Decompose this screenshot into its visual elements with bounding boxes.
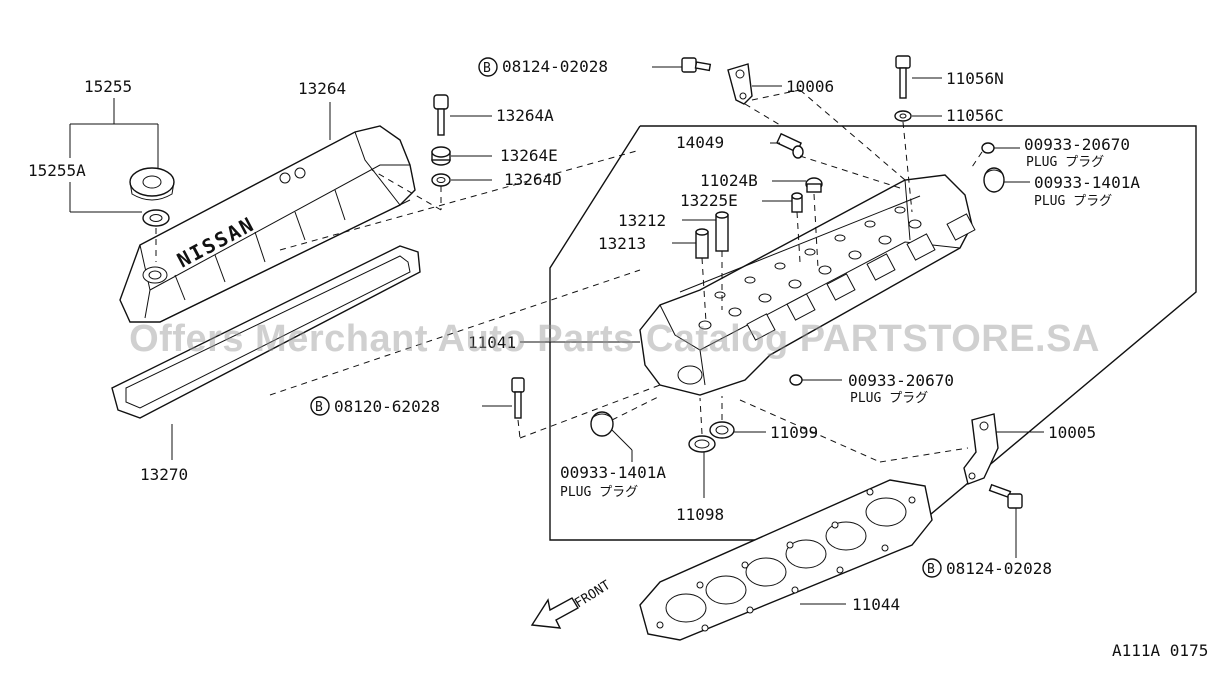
callout-13264d: 13264D [504, 170, 562, 189]
callout-08120: 08120-62028 [334, 397, 440, 416]
plug-mid-small [789, 374, 803, 386]
bolt-symbol-bottom: B [922, 558, 942, 578]
head-gasket [639, 479, 933, 641]
callout-00933-20670-mid: 00933-20670 [848, 371, 954, 390]
callout-13212: 13212 [618, 211, 666, 230]
cylinder-head [639, 174, 976, 396]
stud-bolt-11056n [895, 55, 911, 99]
svg-text:B: B [927, 562, 935, 577]
plug-note-top-small: PLUG プラグ [1026, 155, 1104, 170]
callout-15255: 15255 [84, 77, 132, 96]
callout-00933-1401a-top: 00933-1401A [1034, 173, 1140, 192]
seal-11098 [688, 435, 716, 453]
cover-bolt [433, 94, 449, 136]
callout-13270: 13270 [140, 465, 188, 484]
hanger-bolt-bottom [988, 483, 1023, 509]
figure-code: A111A 0175 [1112, 641, 1208, 660]
callout-11044: 11044 [852, 595, 900, 614]
callout-00933-20670-top: 00933-20670 [1024, 135, 1130, 154]
callout-13264a: 13264A [496, 106, 554, 125]
svg-text:B: B [315, 400, 323, 415]
rocker-cover-gasket [111, 245, 421, 419]
exhaust-ports [746, 213, 976, 341]
leader-lines [69, 66, 1044, 605]
callout-13213: 13213 [598, 234, 646, 253]
cover-washer-d [431, 173, 451, 187]
callout-00933-1401a-bottom: 00933-1401A [560, 463, 666, 482]
stud-13225e [791, 192, 803, 213]
plug-top-small [981, 142, 995, 154]
callout-labels: 15255 15255A 13264 13264A 13264E 13264D … [28, 57, 1208, 660]
oil-filler-cap [129, 167, 175, 201]
valve-guide-13213 [695, 228, 709, 259]
callout-11098: 11098 [676, 505, 724, 524]
callout-11041: 11041 [468, 333, 516, 352]
bolt-08120 [511, 377, 525, 419]
plug-top-large [983, 167, 1005, 193]
washer-11056c [894, 110, 912, 122]
callout-11099: 11099 [770, 423, 818, 442]
svg-text:B: B [483, 61, 491, 76]
front-arrow [530, 597, 579, 629]
callout-15255a: 15255A [28, 161, 86, 180]
bolt-symbol-top: B [478, 57, 498, 77]
engine-hanger-rear [727, 63, 753, 105]
callout-10005: 10005 [1048, 423, 1096, 442]
callout-10006: 10006 [786, 77, 834, 96]
callout-11056c: 11056C [946, 106, 1004, 125]
plug-bottom-large [590, 411, 614, 437]
gasket-bores [665, 497, 907, 623]
callout-08124-top: 08124-02028 [502, 57, 608, 76]
callout-11056n: 11056N [946, 69, 1004, 88]
callout-11024b: 11024B [700, 171, 758, 190]
bolt-symbol-mid: B [310, 396, 330, 416]
valve-guide-13212 [715, 211, 729, 252]
cover-washer-e [431, 146, 451, 166]
callout-13264: 13264 [298, 79, 346, 98]
hanger-bolt-top [681, 57, 712, 73]
callout-13264e: 13264E [500, 146, 558, 165]
callout-13225e: 13225E [680, 191, 738, 210]
plug-note-top-large: PLUG プラグ [1034, 194, 1112, 209]
plug-note-bottom: PLUG プラグ [560, 485, 638, 500]
head-bolt-holes [698, 206, 922, 330]
seal-11099 [709, 421, 735, 439]
water-outlet-fitting [775, 132, 804, 159]
stud-11024b [805, 177, 823, 193]
engine-hanger-front [963, 413, 999, 485]
oil-cap-gasket [142, 209, 170, 227]
callout-14049: 14049 [676, 133, 724, 152]
front-label: FRONT [572, 578, 613, 612]
plug-note-mid: PLUG プラグ [850, 391, 928, 406]
rocker-cover: NISSAN [119, 125, 416, 323]
callout-08124-bottom: 08124-02028 [946, 559, 1052, 578]
